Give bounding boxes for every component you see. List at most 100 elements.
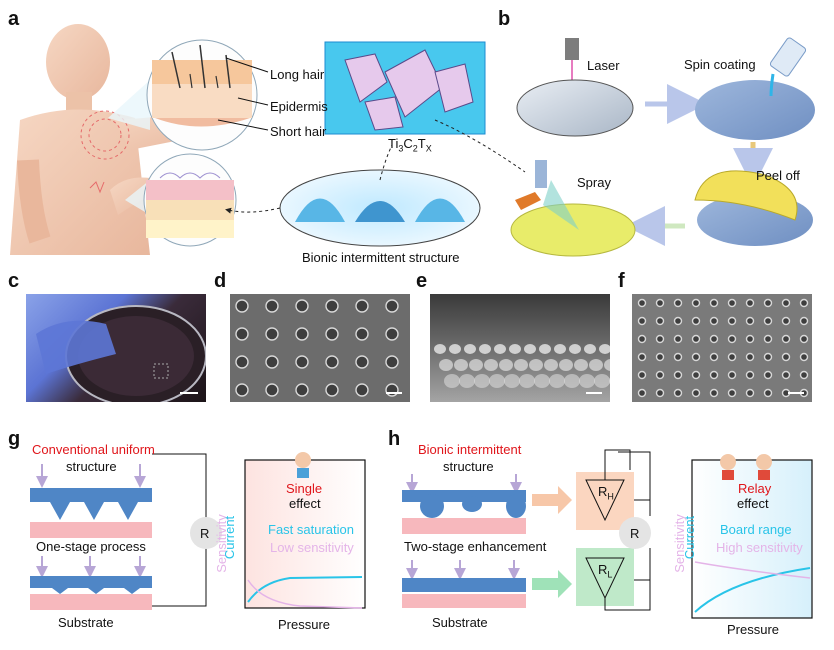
sem-image-top-sparse <box>230 294 410 402</box>
sem-pillar <box>637 370 647 380</box>
sem-pillar <box>355 327 369 341</box>
sem-pillar <box>673 334 683 344</box>
sem-pillar <box>781 298 791 308</box>
sem-pillar <box>799 316 809 326</box>
label-epidermis: Epidermis <box>270 99 328 114</box>
sem-pillar <box>235 383 249 397</box>
h-effect-black: effect <box>737 496 769 511</box>
sem-pillar <box>709 334 719 344</box>
sem-pillar <box>781 334 791 344</box>
sem-dome <box>589 359 603 371</box>
sem-pillar <box>655 388 665 398</box>
sem-dome <box>569 344 581 354</box>
sem-pillar <box>781 370 791 380</box>
sem-dome <box>489 374 505 388</box>
sem-dome <box>519 374 535 388</box>
sem-dome <box>534 374 550 388</box>
g-title-black: structure <box>66 459 117 474</box>
h-rh-label: RH <box>598 484 614 502</box>
sem-dome <box>579 374 595 388</box>
sem-dome <box>524 344 536 354</box>
g-axis-pressure: Pressure <box>278 617 331 632</box>
g-low-sensitivity: Low sensitivity <box>270 540 354 555</box>
panel-label-h: h <box>388 428 401 450</box>
label-spray: Spray <box>577 175 611 190</box>
sem-pillar <box>763 298 773 308</box>
sem-pillar <box>745 334 755 344</box>
sem-pillar <box>673 352 683 362</box>
sem-pillar <box>235 299 249 313</box>
sem-dome <box>584 344 596 354</box>
g-axis-current: Current <box>222 515 238 560</box>
sem-pillar <box>265 299 279 313</box>
sem-pillar <box>763 352 773 362</box>
label-short-hair: Short hair <box>270 124 327 139</box>
sem-dome <box>604 359 610 371</box>
sem-pillar <box>355 383 369 397</box>
sem-dome <box>609 377 610 385</box>
sem-dome <box>549 374 565 388</box>
sem-pillar <box>727 316 737 326</box>
sem-pillar <box>295 355 309 369</box>
sem-dome <box>529 359 543 371</box>
sem-pillar <box>673 370 683 380</box>
sem-pillar <box>799 334 809 344</box>
sem-pillar <box>727 388 737 398</box>
sem-pillar <box>763 316 773 326</box>
sem-dome <box>539 344 551 354</box>
h-rl-label: RL <box>598 562 613 580</box>
sem-dots-d <box>235 299 399 397</box>
sem-pillar <box>727 370 737 380</box>
h-axis-current: Current <box>682 515 698 560</box>
panel-label-g: g <box>8 428 21 450</box>
panel-g-schematic <box>30 452 366 610</box>
sem-dome <box>454 359 468 371</box>
h-title-red: Bionic intermittent <box>418 442 522 457</box>
sem-pillar <box>781 316 791 326</box>
g-resistor: R <box>200 526 210 541</box>
label-mxene-formula: Ti3C2TX <box>388 136 432 154</box>
g-effect-red: Single <box>286 481 323 496</box>
sem-pillar <box>745 388 755 398</box>
sem-pillar <box>673 298 683 308</box>
sem-pillar <box>265 327 279 341</box>
sem-pillar <box>691 316 701 326</box>
sem-pillar <box>637 316 647 326</box>
sem-pillar <box>709 316 719 326</box>
sem-pillar <box>655 352 665 362</box>
sem-domes-e <box>434 344 610 388</box>
g-effect-black: effect <box>289 496 321 511</box>
sem-pillar <box>799 370 809 380</box>
sem-dome <box>599 344 610 354</box>
h-axis-pressure: Pressure <box>727 622 780 637</box>
label-long-hair: Long hair <box>270 67 325 82</box>
sem-pillar <box>727 352 737 362</box>
mxene-flake-box <box>324 41 526 173</box>
sem-pillar <box>763 370 773 380</box>
sem-pillar <box>385 383 399 397</box>
sem-dome <box>434 344 446 354</box>
h-board-range: Board range <box>720 522 792 537</box>
sem-pillar <box>295 299 309 313</box>
sem-dome <box>494 344 506 354</box>
sem-pillar <box>745 352 755 362</box>
sem-pillar <box>265 383 279 397</box>
g-process: One-stage process <box>36 539 146 554</box>
sem-pillar <box>655 334 665 344</box>
sem-pillar <box>655 370 665 380</box>
sem-dome <box>469 359 483 371</box>
sem-pillar <box>655 316 665 326</box>
panel-label-d: d <box>214 270 227 292</box>
sem-dome <box>484 359 498 371</box>
sem-pillar <box>355 355 369 369</box>
sem-dome <box>564 374 580 388</box>
sem-pillar <box>355 299 369 313</box>
g-fast-saturation: Fast saturation <box>268 522 354 537</box>
sem-pillar <box>637 298 647 308</box>
sem-pillar <box>763 334 773 344</box>
sem-pillar <box>235 355 249 369</box>
label-peel-off: Peel off <box>756 168 800 183</box>
sem-dome <box>574 359 588 371</box>
sem-pillar <box>745 298 755 308</box>
sem-pillar <box>691 370 701 380</box>
